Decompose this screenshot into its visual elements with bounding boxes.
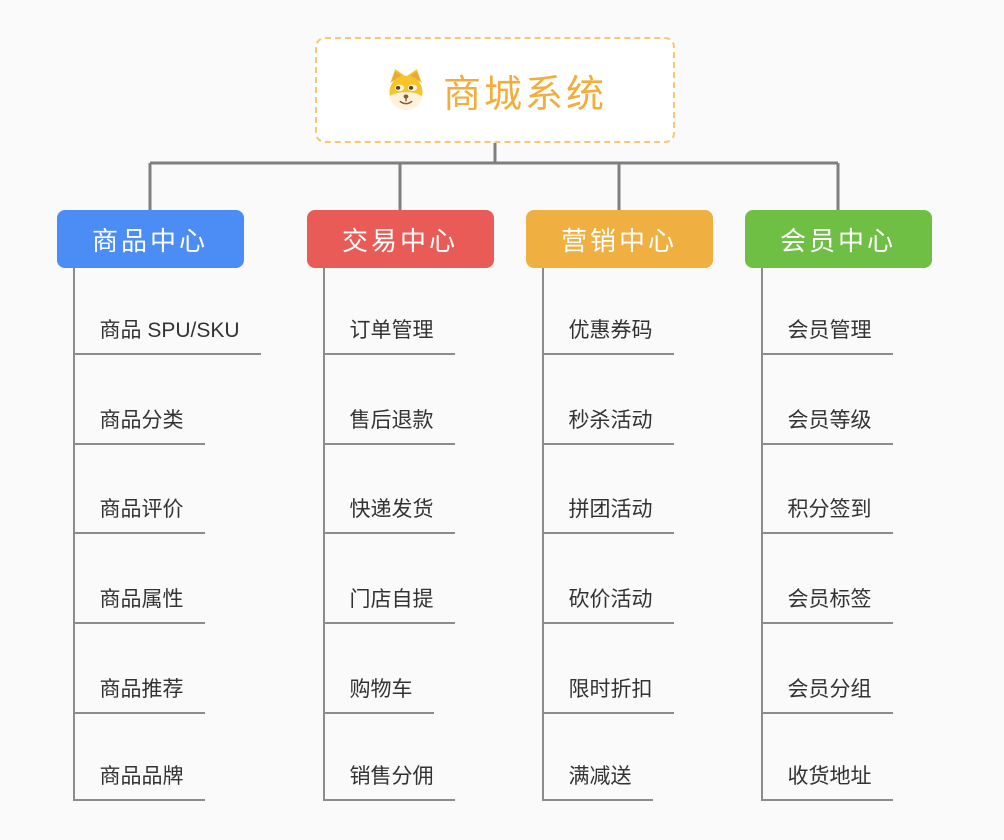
root-node[interactable]: 商城系统 — [315, 37, 675, 143]
leaf-node[interactable]: 售后退款 — [322, 407, 455, 445]
branch-label: 交易中心 — [341, 225, 458, 256]
leaf-node[interactable]: 拼团活动 — [541, 496, 674, 534]
branch-children: 会员管理会员等级积分签到会员标签会员分组收货地址 — [760, 268, 893, 801]
branch-node[interactable]: 会员中心 — [744, 210, 932, 268]
leaf-node[interactable]: 会员标签 — [760, 586, 893, 624]
leaf-node[interactable]: 会员等级 — [760, 407, 893, 445]
leaf-node[interactable]: 会员分组 — [760, 676, 893, 714]
leaf-node[interactable]: 商品分类 — [72, 407, 205, 445]
root-title: 商城系统 — [442, 73, 607, 116]
leaf-node[interactable]: 快递发货 — [322, 496, 455, 534]
leaf-node[interactable]: 销售分佣 — [322, 763, 455, 801]
branch-children: 商品 SPU/SKU 商品分类商品评价商品属性商品推荐商品品牌 — [72, 268, 261, 801]
leaf-node[interactable]: 会员管理 — [760, 317, 893, 355]
leaf-node[interactable]: 商品评价 — [72, 496, 205, 534]
branch-node[interactable]: 交易中心 — [306, 210, 494, 268]
leaf-node[interactable]: 限时折扣 — [541, 676, 674, 714]
branch-label: 会员中心 — [779, 225, 896, 256]
branch-label: 营销中心 — [560, 225, 677, 256]
leaf-node[interactable]: 门店自提 — [322, 586, 455, 624]
leaf-node[interactable]: 商品推荐 — [72, 676, 205, 714]
leaf-node[interactable]: 订单管理 — [322, 317, 455, 355]
leaf-node[interactable]: 秒杀活动 — [541, 407, 674, 445]
leaf-node[interactable]: 商品属性 — [72, 586, 205, 624]
branch-children: 优惠券码秒杀活动拼团活动砍价活动限时折扣满减送 — [541, 268, 674, 801]
leaf-node[interactable]: 商品品牌 — [72, 763, 205, 801]
leaf-node[interactable]: 购物车 — [322, 676, 434, 714]
branch-label: 商品中心 — [91, 225, 208, 256]
leaf-node[interactable]: 优惠券码 — [541, 317, 674, 355]
branch-node[interactable]: 营销中心 — [525, 210, 713, 268]
leaf-node[interactable]: 满减送 — [541, 763, 653, 801]
branch-node[interactable]: 商品中心 — [56, 210, 244, 268]
leaf-node[interactable]: 积分签到 — [760, 496, 893, 534]
leaf-node[interactable]: 砍价活动 — [541, 586, 674, 624]
leaf-node[interactable]: 商品 SPU/SKU — [72, 317, 261, 355]
leaf-node[interactable]: 收货地址 — [760, 763, 893, 801]
branch-children: 订单管理售后退款快递发货门店自提购物车销售分佣 — [322, 268, 455, 801]
dog-face-icon — [389, 69, 423, 111]
